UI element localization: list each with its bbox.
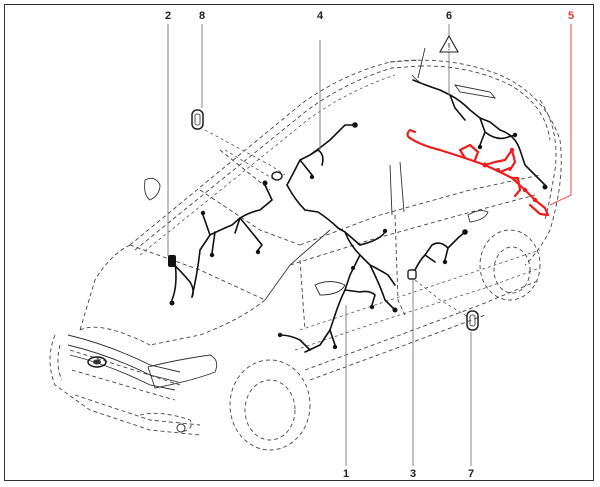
warning-triangle-icon: ! xyxy=(439,34,459,53)
callout-label-7: 7 xyxy=(467,468,475,480)
car-body-outline xyxy=(49,59,562,451)
harness-rear-highlighted xyxy=(406,128,550,217)
callout-label-4: 4 xyxy=(316,10,324,22)
harness-dashboard xyxy=(277,228,398,353)
harness-rear-door xyxy=(407,229,468,280)
harness-roof-rear xyxy=(411,47,548,190)
connector-icon xyxy=(168,255,176,267)
callout-label-5: 5 xyxy=(567,10,575,22)
leader-5 xyxy=(549,24,572,206)
svg-text:!: ! xyxy=(448,42,451,53)
diagram-frame xyxy=(4,4,594,481)
grommet-7 xyxy=(466,310,479,331)
harness-cabin-roof xyxy=(271,122,361,246)
callout-label-2: 2 xyxy=(164,10,172,22)
callout-label-1: 1 xyxy=(342,468,350,480)
harness-engine-compartment xyxy=(168,180,273,306)
grommet-8 xyxy=(191,109,204,130)
callout-label-8: 8 xyxy=(198,10,206,22)
callout-label-3: 3 xyxy=(409,468,417,480)
callout-label-6: 6 xyxy=(445,10,453,22)
callout-leaders xyxy=(167,24,572,466)
